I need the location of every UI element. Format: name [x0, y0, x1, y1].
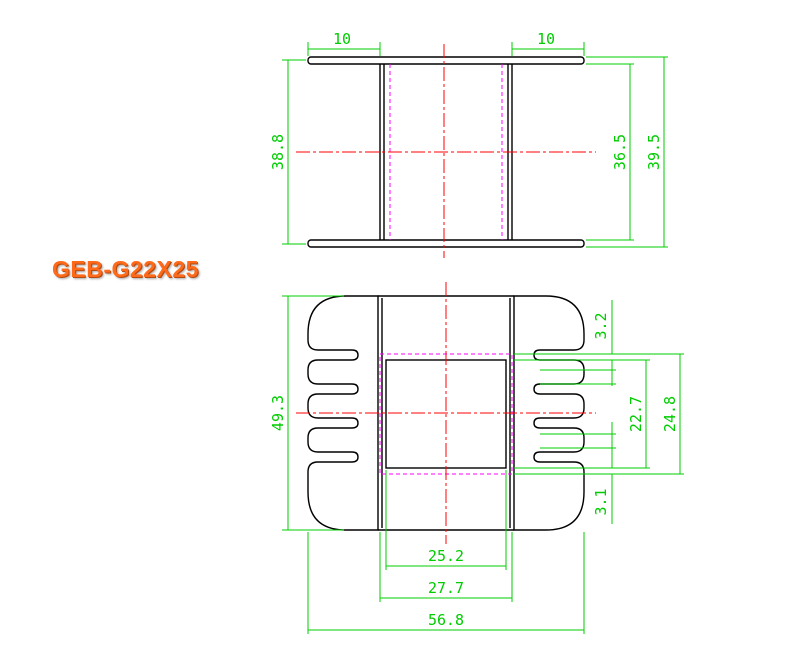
dim-window-outer: 24.8 — [661, 396, 679, 432]
side-centerlines — [296, 44, 596, 258]
dim-window-inner: 22.7 — [627, 396, 645, 432]
dim-top-gap: 3.2 — [592, 312, 610, 339]
front-centerlines — [296, 282, 596, 544]
side-dimensions — [282, 42, 668, 248]
front-dimension-labels: 49.3 3.2 22.7 24.8 3.1 25.2 27.7 56.8 — [269, 312, 679, 629]
dim-height-left: 38.8 — [269, 134, 287, 170]
dim-bottom-gap: 3.1 — [592, 488, 610, 515]
part-number-title: GEB-G22X25 — [52, 256, 199, 282]
bottom-flange — [307, 239, 585, 248]
right-flange-outline — [513, 295, 585, 531]
dim-core-inner-width: 25.2 — [428, 547, 464, 565]
side-dimension-labels: 10 10 38.8 36.5 39.5 — [269, 30, 663, 170]
dim-flange-right: 10 — [537, 30, 555, 48]
top-flange — [307, 56, 585, 65]
dim-height-inner-right: 36.5 — [611, 134, 629, 170]
front-dimensions — [282, 295, 684, 634]
left-flange-outline — [307, 295, 379, 531]
dim-core-outer-width: 27.7 — [428, 579, 464, 597]
dim-height-outer-right: 39.5 — [645, 134, 663, 170]
dim-overall-width: 56.8 — [428, 611, 464, 629]
side-view — [296, 44, 596, 258]
dim-overall-height: 49.3 — [269, 395, 287, 431]
dim-flange-left: 10 — [333, 30, 351, 48]
front-view — [296, 282, 596, 544]
